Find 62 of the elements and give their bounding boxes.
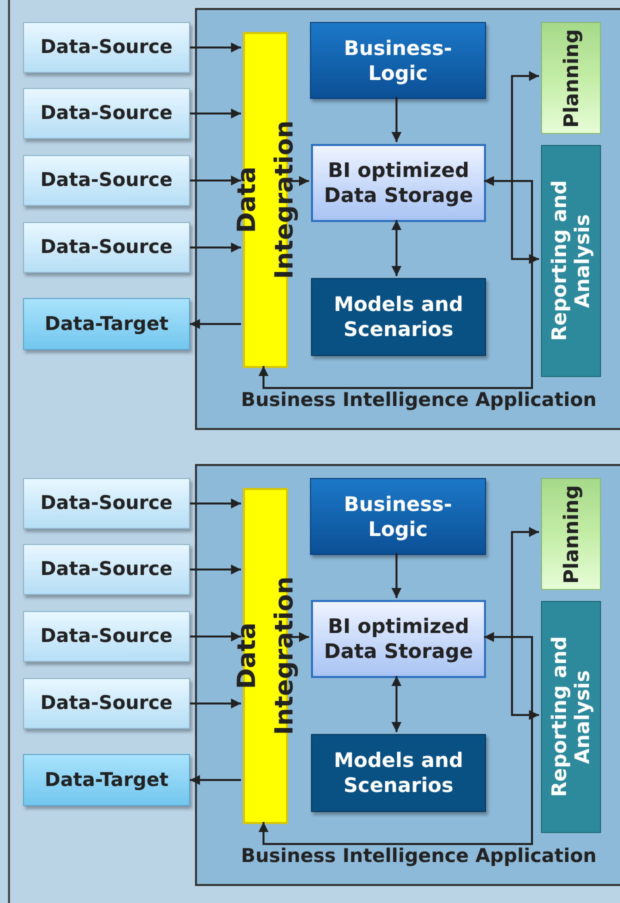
application-panel (195, 8, 620, 430)
arrow (258, 176, 533, 389)
source-box (23, 22, 190, 73)
arrow (190, 698, 241, 708)
node-label: Models and Scenarios (332, 292, 464, 342)
node-label: Data-Source (39, 168, 174, 194)
source-box (23, 678, 190, 729)
models-box (311, 734, 486, 812)
source-box (23, 155, 190, 206)
arrow (190, 632, 241, 642)
node-label: Data-Source (39, 35, 174, 60)
node-label: Data-Source (39, 624, 174, 650)
reporting-box (541, 601, 601, 833)
arrow (190, 498, 241, 508)
node-label: Business-Logic (342, 492, 454, 542)
source-box (23, 611, 190, 662)
node-label: Data-Source (39, 101, 174, 126)
logic-box (310, 478, 486, 555)
arrow (392, 553, 402, 598)
arrow (190, 775, 241, 785)
arrow (190, 319, 241, 329)
arrow (190, 42, 241, 52)
target-box (23, 754, 190, 806)
arrow (392, 220, 402, 276)
arrow (258, 632, 533, 845)
source-box (23, 544, 190, 595)
node-label: BI optimized Data Storage (322, 158, 474, 208)
source-box (23, 478, 190, 529)
node-label: Reporting and Analysis (548, 636, 594, 800)
arrow (392, 97, 402, 142)
arrow (190, 242, 241, 252)
storage-box (311, 600, 486, 678)
node-label: Data Integration (231, 576, 300, 738)
node-label: Data-Target (44, 312, 170, 337)
models-box (311, 278, 486, 356)
node-label: Data-Source (39, 235, 174, 260)
node-label: Data-Source (39, 691, 174, 716)
source-box (23, 222, 190, 273)
logic-box (310, 22, 486, 99)
panel-title: Business Intelligence Application (241, 844, 597, 868)
node-label: Planning (558, 484, 584, 586)
node-label: Data-Source (39, 491, 174, 516)
arrow (190, 108, 241, 118)
planning-box (541, 478, 601, 590)
node-label: Business-Logic (342, 36, 454, 86)
node-label: Planning (558, 28, 584, 130)
arrow (190, 564, 241, 574)
reporting-box (541, 145, 601, 377)
node-label: Models and Scenarios (332, 748, 464, 798)
panel-title: Business Intelligence Application (241, 388, 597, 412)
application-panel (195, 464, 620, 886)
arrow (392, 676, 402, 732)
node-label: Data-Target (44, 768, 170, 793)
node-label: Reporting and Analysis (548, 180, 594, 344)
target-box (23, 298, 190, 350)
source-box (23, 88, 190, 139)
arrow (190, 176, 241, 186)
node-label: BI optimized Data Storage (322, 614, 474, 664)
node-label: Data-Source (39, 557, 174, 582)
storage-box (311, 144, 486, 222)
node-label: Data Integration (231, 120, 300, 282)
planning-box (541, 22, 601, 134)
